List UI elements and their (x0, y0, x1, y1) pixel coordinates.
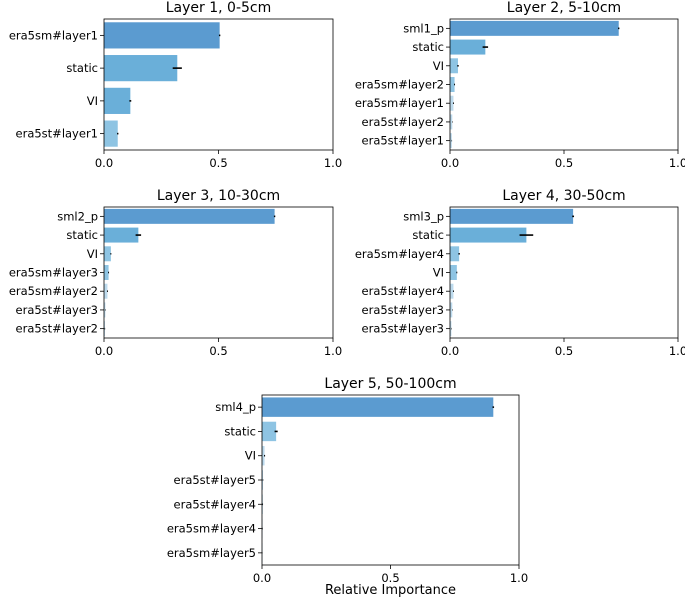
category-label: VI (87, 247, 98, 261)
category-label: static (224, 424, 256, 438)
category-label: era5sm#layer1 (9, 28, 98, 42)
category-label: era5sm#layer5 (167, 546, 256, 560)
bar-2 (104, 227, 139, 243)
bar-1 (262, 397, 494, 417)
bar-7 (104, 321, 105, 337)
bar-5 (104, 283, 108, 299)
bar-6 (104, 302, 106, 318)
axes-frame (449, 206, 679, 339)
bar-5 (450, 95, 454, 111)
x-tick-label: 1.0 (669, 156, 685, 170)
chart-title: Layer 2, 5-10cm (507, 0, 621, 16)
category-label: era5sm#layer3 (9, 266, 98, 280)
x-tick-label: 0.0 (95, 156, 113, 170)
x-axis-label: Relative Importance (325, 583, 456, 597)
x-tick-label: 1.0 (669, 344, 685, 358)
category-label: static (412, 228, 444, 242)
chart-title: Layer 4, 30-50cm (502, 188, 625, 204)
axes-frame (261, 394, 520, 566)
axes-frame (449, 18, 679, 151)
bar-2 (262, 421, 277, 442)
category-label: era5st#layer3 (362, 322, 444, 336)
bar-4 (104, 265, 109, 280)
chart-title: Layer 1, 0-5cm (166, 0, 272, 16)
x-tick-label: 0.5 (209, 344, 227, 358)
category-label: era5sm#layer4 (167, 522, 256, 536)
category-label: era5sm#layer2 (9, 284, 98, 298)
bar-3 (450, 58, 458, 74)
category-label: VI (433, 266, 444, 280)
category-label: sml2_p (57, 209, 98, 223)
category-label: era5sm#layer4 (355, 247, 444, 261)
category-label: static (66, 61, 98, 75)
bar-3 (104, 246, 111, 262)
bar-7 (450, 321, 452, 337)
bar-1 (104, 208, 275, 224)
x-tick-label: 0.0 (95, 344, 113, 358)
bar-4 (262, 470, 264, 490)
bar-7 (450, 133, 452, 149)
x-tick-label: 1.0 (324, 344, 342, 358)
category-label: era5st#layer1 (16, 127, 98, 141)
bar-4 (450, 265, 457, 280)
bar-3 (104, 87, 131, 114)
x-tick-label: 0.5 (209, 156, 227, 170)
category-label: era5st#layer3 (362, 303, 444, 317)
bar-4 (104, 120, 118, 147)
x-tick-label: 1.0 (324, 156, 342, 170)
bar-2 (450, 39, 486, 55)
x-tick-label: 0.0 (441, 156, 459, 170)
category-label: VI (87, 94, 98, 108)
bar-4 (450, 77, 455, 92)
bar-6 (450, 114, 453, 130)
bar-6 (450, 302, 453, 318)
x-tick-label: 0.5 (555, 344, 573, 358)
bar-1 (104, 22, 220, 49)
x-tick-label: 0.5 (381, 571, 399, 585)
bar-2 (450, 227, 527, 243)
category-label: era5st#layer4 (362, 284, 444, 298)
category-label: sml3_p (403, 209, 444, 223)
bar-3 (262, 446, 265, 466)
category-label: era5st#layer5 (174, 473, 256, 487)
bar-2 (104, 55, 178, 82)
category-label: VI (433, 59, 444, 73)
category-label: static (66, 228, 98, 242)
category-label: sml1_p (403, 21, 444, 35)
category-label: sml4_p (215, 400, 256, 414)
category-label: era5st#layer3 (16, 303, 98, 317)
bar-1 (450, 20, 619, 36)
bar-3 (450, 246, 460, 262)
axes-frame (103, 206, 334, 339)
category-label: era5sm#layer1 (355, 96, 444, 110)
x-tick-label: 0.0 (253, 571, 271, 585)
x-tick-label: 0.0 (441, 344, 459, 358)
chart-title: Layer 5, 50-100cm (324, 376, 456, 392)
x-tick-label: 1.0 (510, 571, 528, 585)
bar-1 (450, 208, 574, 224)
category-label: era5st#layer2 (362, 115, 444, 129)
chart-title: Layer 3, 10-30cm (157, 188, 280, 204)
category-label: era5st#layer4 (174, 497, 256, 511)
category-label: era5st#layer1 (362, 134, 444, 148)
category-label: static (412, 40, 444, 54)
x-tick-label: 0.5 (555, 156, 573, 170)
bar-5 (450, 283, 454, 299)
category-label: era5st#layer2 (16, 322, 98, 336)
category-label: VI (245, 449, 256, 463)
category-label: era5sm#layer2 (355, 78, 444, 92)
